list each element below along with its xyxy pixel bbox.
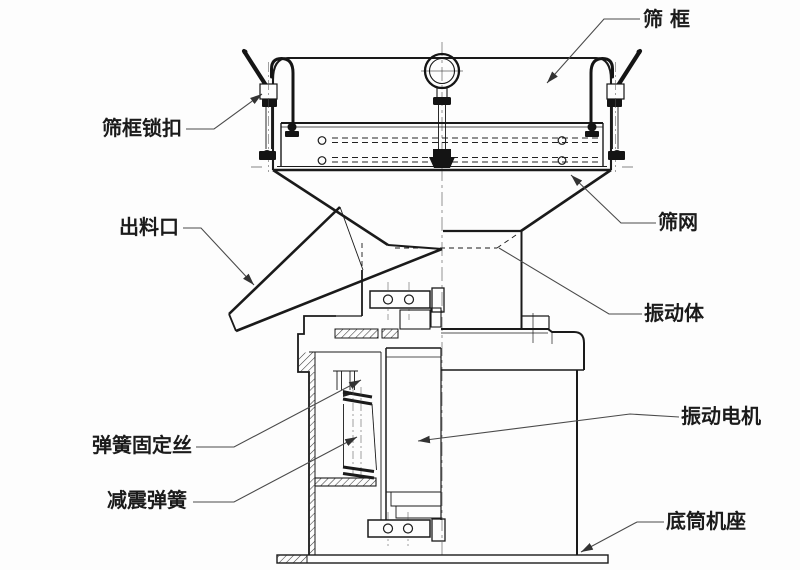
motor-lower-bracket xyxy=(367,512,446,546)
leader-mesh xyxy=(570,174,656,224)
leader-spring xyxy=(193,436,358,503)
label-vibrating-body: 振动体 xyxy=(644,301,704,325)
discharge-chute xyxy=(228,206,443,333)
leader-frame-clamp xyxy=(186,93,263,130)
leader-motor xyxy=(417,413,680,444)
leader-lines xyxy=(183,18,680,553)
label-spring-fixing-screw: 弹簧固定丝 xyxy=(92,433,192,457)
frame-clamp-left xyxy=(241,48,299,172)
spring-fixing-screws xyxy=(333,370,358,390)
vibration-motor xyxy=(380,347,442,537)
base-cylinder-right xyxy=(441,313,585,555)
lifting-ring xyxy=(421,52,463,168)
label-vibration-motor: 振动电机 xyxy=(681,404,761,428)
leader-body xyxy=(498,247,642,315)
sieve-frame xyxy=(271,56,613,172)
sieve-mesh-lines xyxy=(332,137,600,163)
base-cylinder-left-section xyxy=(297,315,399,555)
label-sieve-frame: 筛框 xyxy=(643,7,697,31)
label-discharge-outlet: 出料口 xyxy=(119,215,179,239)
label-damping-spring: 减震弹簧 xyxy=(107,488,187,512)
label-sieve-mesh: 筛网 xyxy=(658,210,698,234)
label-frame-clamp: 筛框锁扣 xyxy=(102,116,182,140)
damping-spring xyxy=(314,387,377,487)
leader-sieve-frame xyxy=(546,18,640,84)
frame-clamp-right xyxy=(585,48,643,172)
label-base-cylinder: 底筒机座 xyxy=(666,509,746,533)
leader-base xyxy=(580,521,664,553)
base-plate xyxy=(276,554,609,564)
motor-upper-bracket xyxy=(369,282,445,330)
vibrating-body xyxy=(336,229,550,330)
leader-spring-screw xyxy=(196,379,362,448)
leader-outlet xyxy=(183,227,255,286)
